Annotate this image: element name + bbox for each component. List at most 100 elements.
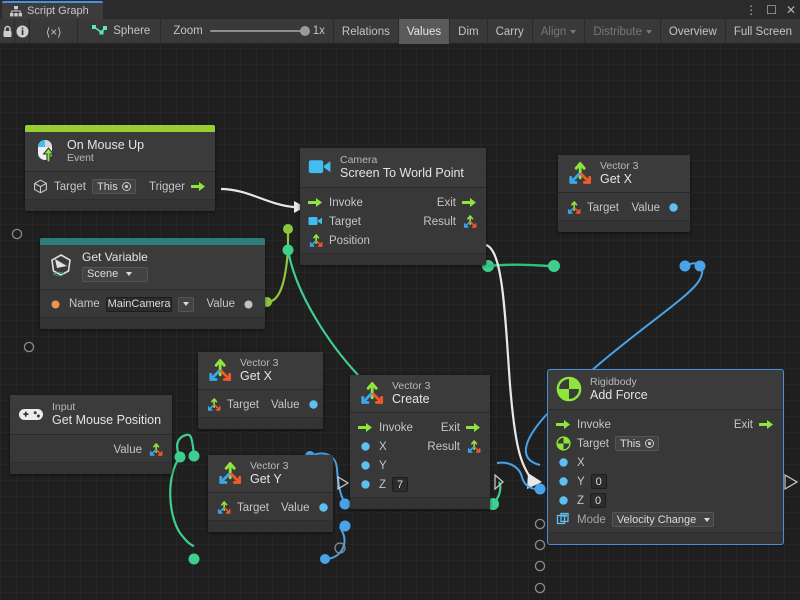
info-icon[interactable]: [15, 19, 31, 44]
node-vector3-get-x-top[interactable]: Vector 3 Get X Target Value: [558, 155, 690, 233]
vector3-icon[interactable]: [462, 214, 477, 229]
vector3-icon[interactable]: [206, 397, 221, 412]
port-unconnected[interactable]: [334, 542, 346, 554]
node-subtitle: Vector 3: [240, 357, 279, 369]
node-row-target: Target This Trigger: [25, 177, 215, 196]
flow-arrow-icon[interactable]: [462, 195, 477, 210]
row-label-invoke: Invoke: [329, 196, 363, 209]
code-toggle-button[interactable]: ⟨×⟩: [30, 19, 79, 44]
lock-icon[interactable]: [0, 19, 16, 44]
node-title: Get Mouse Position: [52, 413, 162, 428]
mode-dropdown[interactable]: Velocity Change: [611, 512, 715, 528]
vector3-icon[interactable]: [466, 439, 481, 454]
graph-canvas[interactable]: On Mouse Up Event Target This: [0, 45, 800, 600]
z-value-field[interactable]: 7: [392, 477, 409, 493]
node-vector3-create[interactable]: Vector 3 Create Invoke Exit X Result: [350, 375, 490, 510]
port-unconnected-rigidbody-y[interactable]: [534, 539, 546, 551]
target-value-chip[interactable]: This: [91, 179, 136, 195]
wire-trigger-to-invoke: [220, 187, 295, 209]
tab-script-graph[interactable]: Script Graph: [2, 1, 103, 19]
node-footer: [300, 253, 486, 266]
title-bar: Script Graph ⋮ ☐ ✕: [0, 0, 800, 19]
flow-arrow-icon[interactable]: [759, 417, 774, 432]
port-unconnected-rigidbody-z[interactable]: [534, 560, 546, 572]
blue-dot-icon[interactable]: [358, 439, 373, 454]
node-row-name: Name MainCamera Value: [40, 295, 265, 314]
z-value-field[interactable]: 0: [590, 493, 607, 509]
zoom-control[interactable]: Zoom 1x: [161, 19, 334, 43]
camera-icon[interactable]: [308, 214, 323, 229]
toolbar-button-carry-label: Carry: [495, 25, 524, 38]
wire-arrow-outline: [494, 473, 504, 491]
vector3-icon[interactable]: [308, 233, 323, 248]
flow-arrow-icon[interactable]: [556, 417, 571, 432]
variable-name-dropdown[interactable]: [178, 296, 195, 312]
blue-dot-icon[interactable]: [358, 477, 373, 492]
tab-label: Script Graph: [27, 5, 89, 17]
chevron-down-icon: [645, 29, 652, 34]
graph-toolbar: ⟨×⟩ Sphere Zoom 1x Relations Values Dim: [0, 19, 800, 44]
toolbar-button-distribute[interactable]: Distribute: [585, 19, 661, 44]
port-unconnected-target-mouseup[interactable]: [11, 228, 23, 240]
node-vector3-get-x-mid[interactable]: Vector 3 Get X Target Value: [198, 352, 323, 430]
toolbar-button-values[interactable]: Values: [398, 19, 451, 44]
port-unconnected-rigidbody-mode[interactable]: [534, 582, 546, 594]
grey-dot-icon[interactable]: [241, 297, 256, 312]
maximize-icon[interactable]: ☐: [766, 2, 777, 17]
node-rigidbody-add-force[interactable]: Rigidbody Add Force Invoke Exit Target T…: [547, 368, 784, 546]
flow-arrow-icon[interactable]: [466, 420, 481, 435]
row-label-x: X: [577, 456, 585, 469]
blue-dot-icon[interactable]: [306, 397, 321, 412]
node-get-variable[interactable]: <> Get Variable Scene Name MainCamera: [40, 238, 265, 329]
blue-dot-icon[interactable]: [556, 493, 571, 508]
port-getx-target-endpoint: [548, 260, 560, 272]
mode-value: Velocity Change: [616, 513, 697, 526]
port-unconnected-name-variable[interactable]: [23, 341, 35, 353]
toolbar-button-align[interactable]: Align: [533, 19, 586, 44]
row-label-target: Target: [54, 180, 86, 193]
blue-dot-icon[interactable]: [358, 458, 373, 473]
node-footer: [208, 520, 333, 533]
node-body: Value: [10, 435, 172, 463]
vector3-icon[interactable]: [148, 442, 163, 457]
toolbar-button-relations[interactable]: Relations: [334, 19, 399, 44]
gamepad-icon: [19, 409, 43, 421]
node-title: Get Y: [250, 472, 282, 487]
node-body: Target Value: [208, 493, 333, 521]
blue-dot-icon[interactable]: [556, 455, 571, 470]
zoom-slider[interactable]: [209, 26, 310, 36]
blue-dot-icon[interactable]: [556, 474, 571, 489]
vector3-icon[interactable]: [566, 200, 581, 215]
kebab-menu-icon[interactable]: ⋮: [745, 2, 758, 17]
blue-dot-icon[interactable]: [316, 500, 331, 515]
node-on-mouse-up[interactable]: On Mouse Up Event Target This: [25, 125, 215, 212]
node-camera-screen-to-world-point[interactable]: Camera Screen To World Point Invoke Exit…: [300, 148, 486, 266]
flow-arrow-icon[interactable]: [308, 195, 323, 210]
toolbar-button-full-screen[interactable]: Full Screen: [726, 19, 800, 44]
toolbar-button-overview[interactable]: Overview: [661, 19, 726, 44]
row-label-result: Result: [423, 215, 456, 228]
vector3-icon[interactable]: [216, 500, 231, 515]
graph-object-field[interactable]: Sphere: [78, 19, 162, 43]
rigidbody-target-chip[interactable]: This: [614, 436, 659, 452]
variable-name-field[interactable]: MainCamera: [105, 296, 173, 312]
close-icon[interactable]: ✕: [785, 2, 796, 17]
port-unconnected-rigidbody-x2[interactable]: [534, 518, 546, 530]
blue-dot-icon[interactable]: [666, 200, 681, 215]
vector3-icon: [569, 162, 592, 185]
zoom-slider-handle[interactable]: [299, 26, 310, 36]
toolbar-button-dim[interactable]: Dim: [450, 19, 488, 44]
y-value-field[interactable]: 0: [590, 474, 607, 490]
mode-icon[interactable]: [556, 512, 571, 527]
flow-arrow-icon[interactable]: [191, 179, 206, 194]
node-input-get-mouse-position[interactable]: Input Get Mouse Position Value: [10, 395, 172, 475]
node-subtitle: Vector 3: [250, 460, 289, 472]
orange-dot-icon[interactable]: [48, 297, 63, 312]
code-toggle-label: ⟨×⟩: [45, 26, 62, 39]
flow-arrow-icon[interactable]: [358, 420, 373, 435]
node-vector3-get-y[interactable]: Vector 3 Get Y Target Value: [208, 455, 333, 533]
toolbar-button-carry[interactable]: Carry: [488, 19, 533, 44]
node-body: Invoke Exit Target This: [548, 410, 783, 533]
rigidbody-icon[interactable]: [556, 436, 571, 452]
variable-kind-dropdown[interactable]: Scene: [82, 266, 148, 282]
